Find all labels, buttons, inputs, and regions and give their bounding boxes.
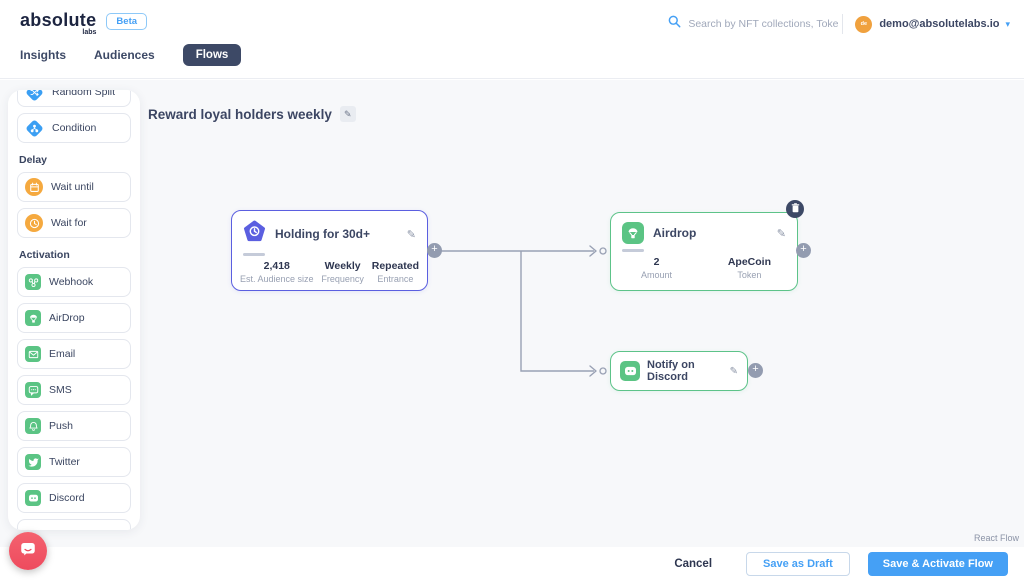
node-header: Holding for 30d+ ✎ <box>232 211 427 248</box>
email-icon <box>25 346 41 362</box>
absolute-labs-logo: absolute labs <box>20 10 97 36</box>
logo-text: absolute <box>20 10 97 30</box>
palette-item-webhook[interactable]: Webhook <box>17 267 131 297</box>
webhook-icon <box>25 274 41 290</box>
node-title: Notify on Discord <box>647 359 695 383</box>
stat-frequency: Weekly Frequency <box>321 260 364 284</box>
flow-title: Reward loyal holders weekly <box>148 106 332 122</box>
condition-icon <box>25 118 44 138</box>
pencil-icon: ✎ <box>344 108 352 119</box>
node-divider <box>622 249 644 252</box>
stat-amount: 2 Amount <box>641 256 673 280</box>
footer-bar: Cancel Save as Draft Save & Activate Flo… <box>0 547 1024 580</box>
logo-wrap: absolute labs Beta <box>20 10 148 36</box>
nav-tab-flows[interactable]: Flows <box>182 44 242 66</box>
search-icon <box>668 15 681 33</box>
stat-token: ApeCoin Token <box>727 256 771 280</box>
palette-item-wait-until[interactable]: Wait until <box>17 172 131 202</box>
node-notify-discord[interactable]: Notify on Discord ✎ <box>610 351 748 391</box>
segment-pentagon-icon <box>243 220 266 248</box>
palette-item-partial[interactable] <box>17 519 131 530</box>
add-node-button-holding[interactable]: + <box>427 243 442 258</box>
beta-badge: Beta <box>106 13 148 30</box>
nav-tab-insights[interactable]: Insights <box>20 48 67 62</box>
logo-subtext: labs <box>82 29 97 36</box>
twitter-icon <box>25 454 41 470</box>
random-split-icon <box>25 90 44 102</box>
palette-item-condition[interactable]: Condition <box>17 113 131 143</box>
user-email[interactable]: demo@absolutelabs.io <box>879 18 1000 30</box>
stat-audience-size: 2,418 Est. Audience size <box>240 260 314 284</box>
palette-section-delay: Delay <box>19 154 48 166</box>
search-input[interactable] <box>688 18 839 30</box>
push-bell-icon <box>25 418 41 434</box>
node-header: Airdrop ✎ <box>611 213 797 244</box>
palette-item-random-split[interactable]: Random Split <box>17 90 131 107</box>
node-title: Airdrop <box>653 226 697 240</box>
flow-title-row: Reward loyal holders weekly ✎ <box>148 106 356 122</box>
palette-section-activation: Activation <box>19 249 70 261</box>
chat-launcher-button[interactable] <box>9 532 47 570</box>
add-node-button-notify[interactable]: + <box>748 363 763 378</box>
edit-title-button[interactable]: ✎ <box>339 106 356 122</box>
trash-icon <box>791 200 800 218</box>
global-search[interactable] <box>668 15 839 33</box>
nav-tab-audiences[interactable]: Audiences <box>94 48 155 62</box>
save-as-draft-button[interactable]: Save as Draft <box>746 551 850 576</box>
node-title: Holding for 30d+ <box>275 227 371 241</box>
airdrop-icon <box>622 222 644 244</box>
node-palette[interactable]: Random Split Condition Delay Wait until … <box>8 90 140 530</box>
node-airdrop[interactable]: Airdrop ✎ 2 Amount ApeCoin Token <box>610 212 798 291</box>
discord-icon <box>620 361 640 381</box>
palette-item-discord[interactable]: Discord <box>17 483 131 513</box>
save-activate-flow-button[interactable]: Save & Activate Flow <box>867 551 1008 576</box>
node-stats: 2,418 Est. Audience size Weekly Frequenc… <box>232 256 427 284</box>
node-divider <box>243 253 265 256</box>
user-avatar[interactable]: de <box>855 15 873 33</box>
stat-entrance: Repeated Entrance <box>371 260 419 284</box>
header-divider <box>842 14 844 34</box>
palette-item-airdrop[interactable]: AirDrop <box>17 303 131 333</box>
cancel-button[interactable]: Cancel <box>674 557 713 570</box>
node-stats: 2 Amount ApeCoin Token <box>611 252 797 280</box>
flow-canvas[interactable] <box>0 80 1024 547</box>
node-holding-for-30d[interactable]: Holding for 30d+ ✎ 2,418 Est. Audience s… <box>231 210 428 291</box>
sms-icon <box>25 382 41 398</box>
pencil-icon[interactable]: ✎ <box>776 227 786 240</box>
palette-item-sms[interactable]: SMS <box>17 375 131 405</box>
palette-item-wait-for[interactable]: Wait for <box>17 208 131 238</box>
add-node-button-airdrop[interactable]: + <box>796 243 811 258</box>
palette-item-twitter[interactable]: Twitter <box>17 447 131 477</box>
main-nav: Insights Audiences Flows <box>20 44 242 66</box>
chevron-down-icon[interactable]: ▾ <box>1005 18 1010 29</box>
calendar-icon <box>25 178 43 196</box>
chat-bubble-icon <box>19 540 37 563</box>
pencil-icon[interactable]: ✎ <box>729 365 738 377</box>
header-right-cluster: de demo@absolutelabs.io ▾ <box>668 14 1010 34</box>
pencil-icon[interactable]: ✎ <box>406 228 416 241</box>
clock-icon <box>25 214 43 232</box>
discord-icon <box>25 490 41 506</box>
delete-node-button[interactable] <box>786 200 804 218</box>
palette-item-push[interactable]: Push <box>17 411 131 441</box>
airdrop-icon <box>25 310 41 326</box>
palette-item-email[interactable]: Email <box>17 339 131 369</box>
react-flow-attribution: React Flow <box>973 533 1019 543</box>
top-header: absolute labs Beta de demo@absolutelabs.… <box>0 0 1024 79</box>
